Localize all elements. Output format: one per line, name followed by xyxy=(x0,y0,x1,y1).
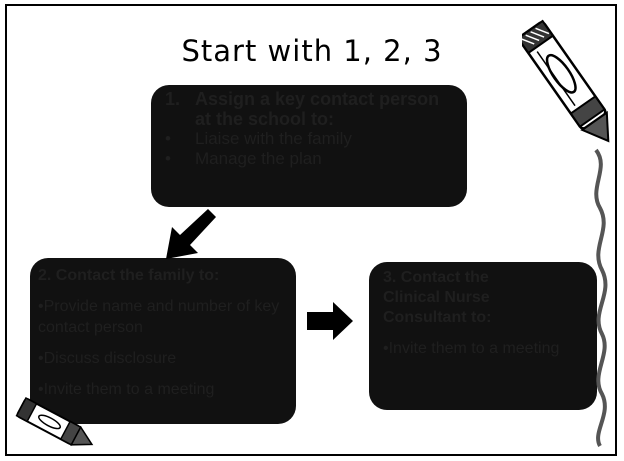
step-3-box: 3. Contact the Clinical Nurse Consultant… xyxy=(369,262,597,410)
step-1-item: • Liaise with the family xyxy=(165,129,455,149)
crayon-icon xyxy=(522,19,610,143)
step-2-item: •Invite them to a meeting xyxy=(38,381,215,398)
step-1-number: 1. xyxy=(165,89,181,109)
arrow-right-icon xyxy=(307,302,353,340)
slide-frame xyxy=(5,4,617,456)
step-2-item: •Provide name and number of key contact … xyxy=(38,298,280,336)
step-1-heading: Assign a key contact person at the schoo… xyxy=(195,89,440,129)
step-1-item-text: Manage the plan xyxy=(195,149,322,168)
step-1-item-text: Liaise with the family xyxy=(195,129,352,148)
step-1-box: 1. Assign a key contact person at the sc… xyxy=(151,85,467,207)
step-1-list: • Liaise with the family • Manage the pl… xyxy=(165,129,455,169)
arrow-down-left-icon xyxy=(166,209,216,259)
step-1-item: • Manage the plan xyxy=(165,149,455,169)
step-2-heading: 2. Contact the family to: xyxy=(38,267,220,284)
slide-title: Start with 1, 2, 3 xyxy=(181,34,443,68)
bullet-marker: • xyxy=(165,149,171,168)
step-2-box: 2. Contact the family to: •Provide name … xyxy=(30,258,296,424)
wavy-line-decoration xyxy=(594,148,608,447)
bullet-marker: • xyxy=(165,129,171,148)
step-3-item: •Invite them to a meeting xyxy=(383,340,560,357)
step-1-heading-row: 1. Assign a key contact person at the sc… xyxy=(165,89,455,129)
crayon-icon xyxy=(15,397,94,446)
step-3-heading: 3. Contact the Clinical Nurse Consultant… xyxy=(383,269,492,326)
step-2-item: •Discuss disclosure xyxy=(38,350,177,367)
